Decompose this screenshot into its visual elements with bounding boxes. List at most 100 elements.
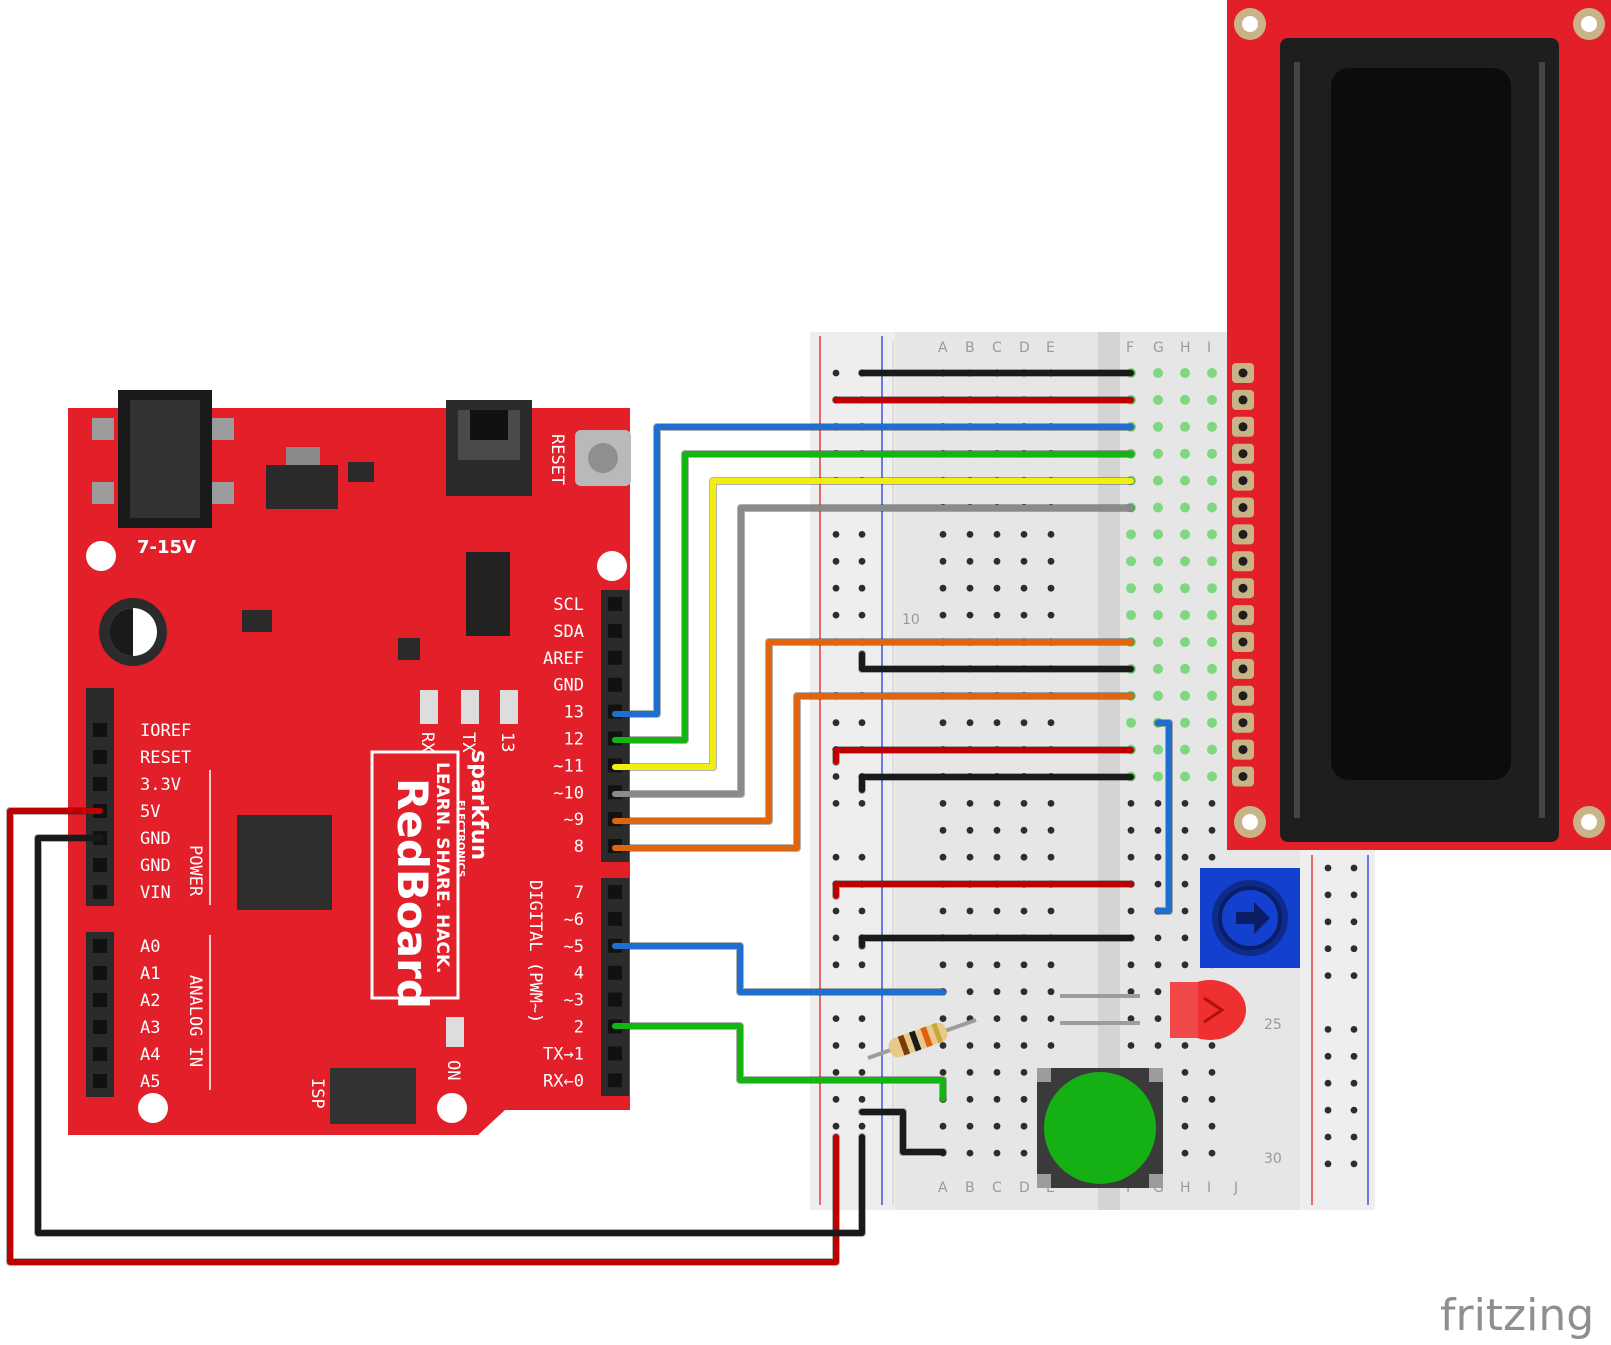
- rail-hole[interactable]: [1324, 1052, 1332, 1060]
- breadboard-hole[interactable]: [1020, 719, 1028, 727]
- breadboard-hole[interactable]: [1020, 800, 1028, 807]
- breadboard-hole[interactable]: [939, 531, 947, 538]
- breadboard-hole[interactable]: [1181, 961, 1189, 969]
- breadboard-hole[interactable]: [1181, 1122, 1189, 1130]
- breadboard-hole[interactable]: [1181, 934, 1189, 942]
- breadboard-hole[interactable]: [1208, 1149, 1216, 1157]
- breadboard-hole[interactable]: [1154, 1042, 1162, 1049]
- wire-button-gnd[interactable]: [859, 1109, 946, 1155]
- breadboard-hole[interactable]: [1047, 907, 1055, 915]
- rail-hole[interactable]: [832, 1042, 840, 1049]
- rail-hole[interactable]: [1350, 1133, 1358, 1141]
- breadboard-hole[interactable]: [939, 1015, 947, 1022]
- rail-hole[interactable]: [1350, 1079, 1358, 1087]
- breadboard-hole[interactable]: [993, 1015, 1001, 1022]
- breadboard-hole[interactable]: [993, 1069, 1001, 1076]
- header-pin[interactable]: [608, 677, 622, 692]
- breadboard-hole[interactable]: [1181, 826, 1189, 834]
- rail-hole[interactable]: [858, 1069, 866, 1076]
- breadboard-hole[interactable]: [993, 1122, 1001, 1130]
- breadboard-hole[interactable]: [993, 611, 1001, 619]
- rail-hole[interactable]: [858, 800, 866, 807]
- wire-lcd-rw[interactable]: [859, 651, 1134, 672]
- rail-hole[interactable]: [832, 800, 840, 807]
- breadboard-hole[interactable]: [1020, 1122, 1028, 1130]
- breadboard-hole[interactable]: [1020, 961, 1028, 969]
- breadboard-hole[interactable]: [1154, 826, 1162, 834]
- breadboard-hole[interactable]: [966, 907, 974, 915]
- breadboard-hole[interactable]: [1208, 1069, 1216, 1076]
- breadboard-hole[interactable]: [993, 826, 1001, 834]
- rail-hole[interactable]: [858, 584, 866, 592]
- breadboard-hole[interactable]: [966, 531, 974, 538]
- header-pin[interactable]: [93, 750, 107, 764]
- breadboard-hole[interactable]: [966, 853, 974, 861]
- wire-5v[interactable]: [7, 808, 839, 1265]
- header-pin[interactable]: [608, 1073, 622, 1088]
- breadboard-hole[interactable]: [966, 1069, 974, 1076]
- breadboard-hole[interactable]: [1208, 1042, 1216, 1049]
- breadboard-hole[interactable]: [993, 961, 1001, 969]
- rail-hole[interactable]: [858, 1095, 866, 1103]
- header-pin[interactable]: [93, 723, 107, 737]
- breadboard-hole[interactable]: [1208, 1095, 1216, 1103]
- rail-hole[interactable]: [1350, 918, 1358, 926]
- rail-hole[interactable]: [858, 961, 866, 969]
- breadboard-hole[interactable]: [1020, 826, 1028, 834]
- breadboard-hole[interactable]: [939, 907, 947, 915]
- header-pin[interactable]: [93, 885, 107, 899]
- breadboard-hole[interactable]: [1208, 853, 1216, 861]
- header-pin[interactable]: [93, 993, 107, 1007]
- rail-hole[interactable]: [832, 719, 840, 727]
- header-pin[interactable]: [93, 777, 107, 791]
- rail-hole[interactable]: [1350, 1052, 1358, 1060]
- header-pin[interactable]: [93, 1020, 107, 1034]
- breadboard-hole[interactable]: [1020, 1042, 1028, 1049]
- rail-hole[interactable]: [1350, 864, 1358, 872]
- rail-hole[interactable]: [832, 557, 840, 565]
- breadboard-hole[interactable]: [1154, 800, 1162, 807]
- rail-hole[interactable]: [832, 1122, 840, 1130]
- rail-hole[interactable]: [1324, 1106, 1332, 1114]
- rail-hole[interactable]: [1324, 864, 1332, 872]
- rail-hole[interactable]: [1350, 1160, 1358, 1168]
- wire-pin12[interactable]: [612, 451, 1134, 743]
- breadboard-hole[interactable]: [1020, 611, 1028, 619]
- breadboard-hole[interactable]: [1047, 826, 1055, 834]
- header-pin[interactable]: [608, 650, 622, 665]
- header-pin[interactable]: [608, 992, 622, 1007]
- rail-hole[interactable]: [832, 934, 840, 942]
- rail-hole[interactable]: [858, 853, 866, 861]
- breadboard-hole[interactable]: [1154, 961, 1162, 969]
- wire-gnd[interactable]: [35, 835, 865, 1236]
- header-pin[interactable]: [608, 965, 622, 980]
- rail-hole[interactable]: [1350, 1106, 1358, 1114]
- breadboard-hole[interactable]: [993, 719, 1001, 727]
- breadboard-hole[interactable]: [1127, 907, 1135, 915]
- breadboard-hole[interactable]: [1127, 961, 1135, 969]
- breadboard-hole[interactable]: [993, 988, 1001, 996]
- breadboard-hole[interactable]: [1047, 1042, 1055, 1049]
- header-pin[interactable]: [93, 858, 107, 872]
- rail-hole[interactable]: [858, 1015, 866, 1022]
- rail-hole[interactable]: [1350, 891, 1358, 899]
- header-pin[interactable]: [93, 966, 107, 980]
- wire-pin10[interactable]: [612, 505, 1134, 797]
- rail-hole[interactable]: [1324, 972, 1332, 979]
- rail-hole[interactable]: [832, 1015, 840, 1022]
- rail-hole[interactable]: [832, 531, 840, 538]
- breadboard-hole[interactable]: [939, 853, 947, 861]
- breadboard-hole[interactable]: [1020, 557, 1028, 565]
- breadboard-hole[interactable]: [993, 1095, 1001, 1103]
- header-pin[interactable]: [608, 885, 622, 899]
- reset-button[interactable]: [575, 430, 631, 486]
- breadboard-hole[interactable]: [939, 557, 947, 565]
- breadboard-hole[interactable]: [1181, 1042, 1189, 1049]
- breadboard-hole[interactable]: [939, 1042, 947, 1049]
- breadboard-hole[interactable]: [939, 961, 947, 969]
- breadboard-hole[interactable]: [1047, 557, 1055, 565]
- breadboard-hole[interactable]: [1047, 611, 1055, 619]
- breadboard-hole[interactable]: [939, 611, 947, 619]
- breadboard-hole[interactable]: [966, 826, 974, 834]
- breadboard-hole[interactable]: [1181, 880, 1189, 888]
